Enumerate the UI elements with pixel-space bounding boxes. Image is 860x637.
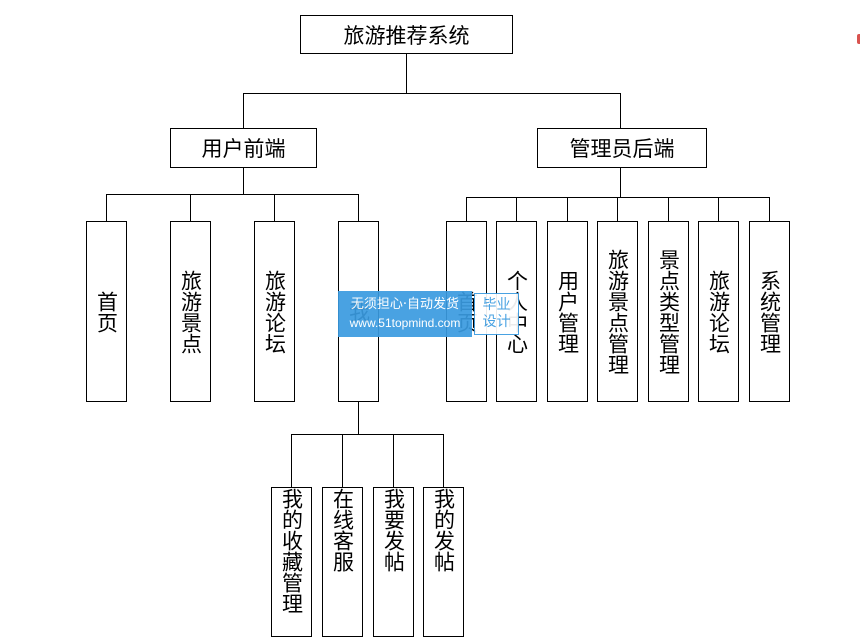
watermark-stamp-bottom: 设计 [482,314,511,330]
node-label: 旅游景点管理 [605,248,630,375]
node-admin-forum: 旅游论坛 [698,221,739,402]
node-admin-system-management: 系统管理 [749,221,790,402]
node-my-posts: 我的发帖 [423,487,464,637]
edge-mark [857,34,860,44]
watermark-badge: 无须担心·自动发货 www.51topmind.com 毕业 设计 [338,291,521,337]
node-label: 用户管理 [555,269,580,354]
node-label: 旅游论坛 [706,269,731,354]
node-user-forum: 旅游论坛 [254,221,295,402]
node-user-home: 首页 [86,221,127,402]
node-my-favorites: 我的收藏管理 [271,487,312,637]
node-label: 旅游景点 [178,269,203,354]
node-online-service: 在线客服 [322,487,363,637]
node-label: 在线客服 [330,488,355,572]
node-label: 系统管理 [757,269,782,354]
node-admin-user-management: 用户管理 [547,221,588,402]
node-label: 我的收藏管理 [279,488,304,614]
node-admin-scenic-management: 旅游景点管理 [597,221,638,402]
node-label: 我要发帖 [381,488,406,572]
node-user-frontend: 用户前端 [170,128,317,168]
node-user-scenic: 旅游景点 [170,221,211,402]
node-label: 景点类型管理 [656,248,681,375]
watermark-url: www.51topmind.com [349,316,461,330]
node-admin-scenic-type-management: 景点类型管理 [648,221,689,402]
watermark-stamp: 毕业 设计 [474,293,519,335]
node-label: 首页 [94,290,119,333]
watermark-slogan: 无须担心·自动发货 [350,297,460,312]
node-label: 旅游论坛 [262,269,287,354]
watermark-text-panel: 无须担心·自动发货 www.51topmind.com [338,291,472,337]
root-node: 旅游推荐系统 [300,15,513,54]
node-new-post: 我要发帖 [373,487,414,637]
node-admin-backend: 管理员后端 [537,128,707,168]
node-label: 我的发帖 [431,488,456,572]
watermark-stamp-top: 毕业 [482,297,511,313]
